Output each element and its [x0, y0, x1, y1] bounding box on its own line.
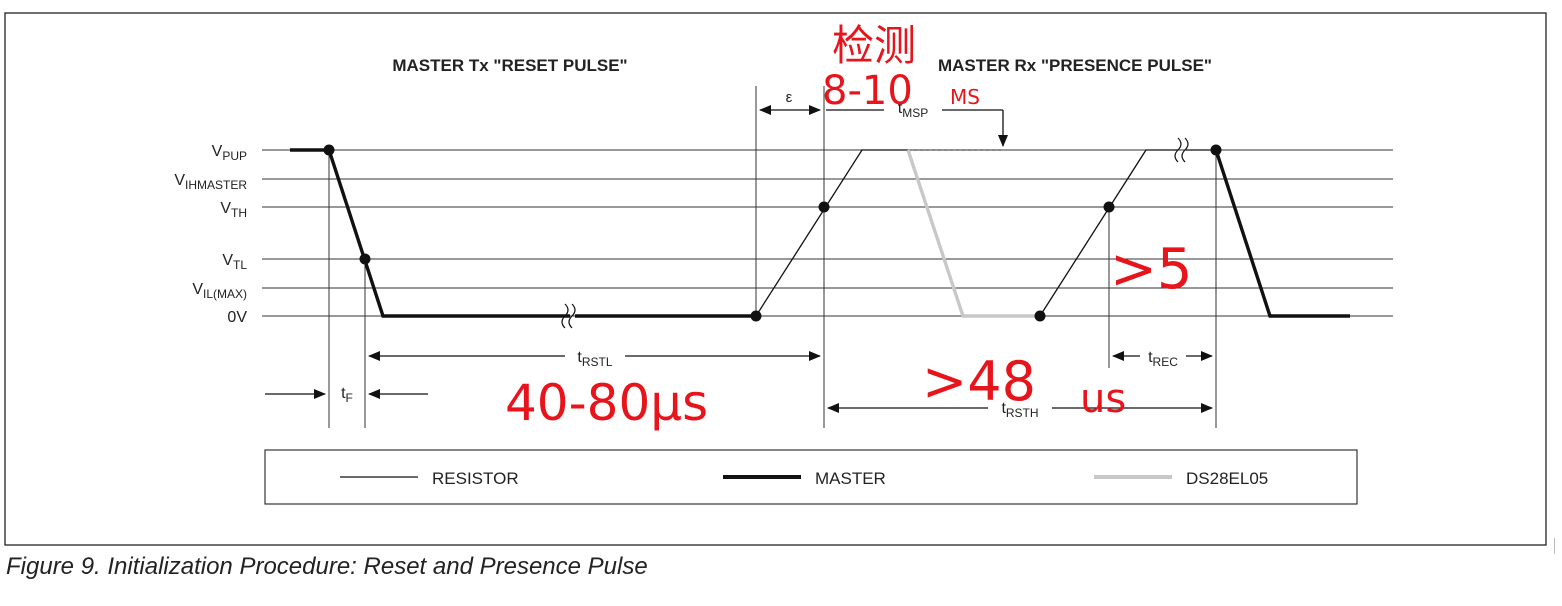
vertical-markers: [328, 86, 1217, 428]
tf-label: tF: [341, 385, 353, 405]
title-reset-pulse: MASTER Tx "RESET PULSE": [392, 56, 627, 75]
resistor-waveform-rise-1: [755, 149, 908, 317]
level-label-vth: VTH: [220, 200, 247, 220]
level-label-vilmax: VIL(MAX): [192, 281, 247, 301]
level-label-vihmaster: VIHMASTER: [174, 172, 247, 192]
annotation-rec: >5: [1110, 237, 1193, 302]
legend-box: [264, 449, 1358, 505]
dot-fall-start: [323, 144, 335, 156]
break-mark-icon: [561, 303, 576, 329]
dot-end: [1210, 144, 1222, 156]
tmsp-label: tMSP: [898, 100, 928, 120]
level-label-vpup: VPUP: [212, 143, 247, 163]
title-presence-pulse: MASTER Rx "PRESENCE PULSE": [938, 56, 1212, 75]
annotation-rsth: >48: [922, 350, 1036, 413]
level-labels: VPUP VIHMASTER VTH VTL VIL(MAX) 0V: [174, 143, 247, 326]
dot-rec-vth: [1103, 201, 1115, 213]
ds28el05-waveform: [906, 149, 1040, 318]
dot-presence-end: [1034, 310, 1046, 322]
legend-label-resistor: RESISTOR: [432, 469, 519, 488]
legend-label-ds28el05: DS28EL05: [1186, 469, 1268, 488]
master-waveform-tail: [1214, 149, 1350, 318]
dot-vtl-cross: [359, 253, 371, 265]
dot-vth-cross: [818, 201, 830, 213]
trstl-label: tRSTL: [577, 349, 612, 369]
legend-label-master: MASTER: [815, 469, 886, 488]
level-label-0v: 0V: [227, 309, 247, 326]
timing-diagram: MASTER Tx "RESET PULSE" MASTER Rx "PRESE…: [4, 12, 1547, 546]
break-mark-icon: [1174, 137, 1189, 163]
master-waveform: [290, 148, 570, 318]
epsilon-label: ε: [786, 89, 793, 106]
figure-caption: Figure 9. Initialization Procedure: Rese…: [6, 553, 648, 580]
dot-release: [750, 310, 762, 322]
figure-frame: [4, 12, 1547, 546]
scrollbar-edge[interactable]: [1554, 538, 1562, 554]
trsth-label: tRSTH: [1001, 400, 1038, 420]
annotation-rstl: 40-80μs: [505, 374, 708, 432]
tmsp-dimension: [826, 109, 1008, 147]
trec-label: tREC: [1148, 349, 1178, 369]
annotation-rsth-unit: us: [1080, 376, 1126, 422]
transition-dots: [323, 144, 1222, 322]
resistor-waveform-rise-2: [1039, 149, 1178, 317]
annotation-top-range: 8-10: [822, 68, 913, 114]
annotation-top-unit: MS: [950, 85, 980, 109]
level-label-vtl: VTL: [222, 252, 247, 272]
annotation-detect: 检测: [832, 21, 916, 70]
handwritten-annotations: 检测 8-10 MS >5 40-80μs >48 us: [505, 21, 1193, 432]
